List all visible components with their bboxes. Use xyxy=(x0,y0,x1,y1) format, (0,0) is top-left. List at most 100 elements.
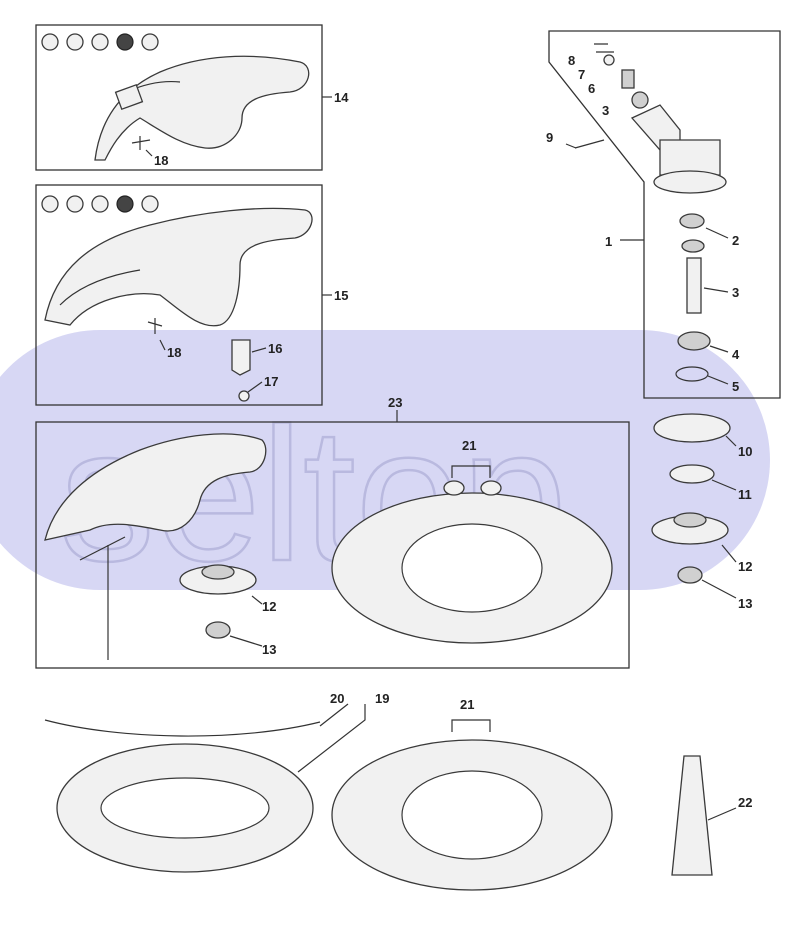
leader-line xyxy=(319,703,349,727)
symbol-icon xyxy=(141,195,159,213)
leader-line xyxy=(297,704,366,773)
symbol-icon xyxy=(91,33,109,51)
callout-20: 20 xyxy=(330,691,344,706)
callout-13: 13 xyxy=(738,596,752,611)
deflector-lug xyxy=(480,480,502,496)
guard-body xyxy=(44,433,267,541)
leader-line xyxy=(721,544,737,563)
bottom-parts xyxy=(44,719,713,891)
leader-line xyxy=(703,287,729,293)
guard-emblem xyxy=(114,83,144,111)
leader-line xyxy=(707,807,737,821)
callout-14: 14 xyxy=(334,90,349,105)
kit-23 xyxy=(44,433,613,660)
leader-line xyxy=(251,595,263,605)
bearing-2 xyxy=(679,213,705,229)
callout-21: 21 xyxy=(460,697,474,712)
part-12-center xyxy=(673,512,707,528)
leader-line xyxy=(709,345,729,353)
guard-insert-opening xyxy=(100,777,270,839)
part-13 xyxy=(677,566,703,584)
symbol-icon xyxy=(116,33,134,51)
symbol-icon xyxy=(141,33,159,51)
callout-9: 9 xyxy=(546,130,553,145)
right-column-parts xyxy=(651,413,731,584)
guard-body xyxy=(44,207,313,327)
wire-20 xyxy=(44,719,321,737)
leader-line xyxy=(159,339,166,351)
leader-line xyxy=(229,635,263,647)
callout-12: 12 xyxy=(738,559,752,574)
part-7 xyxy=(603,54,615,66)
symbol-icon xyxy=(91,195,109,213)
tube-22 xyxy=(671,755,713,876)
callout-8: 8 xyxy=(568,53,575,68)
guard-15 xyxy=(41,195,313,402)
symbol-icon xyxy=(66,33,84,51)
part-10 xyxy=(653,413,731,443)
callout-3: 3 xyxy=(602,103,609,118)
deflector-opening xyxy=(401,770,543,860)
leader-line xyxy=(247,381,263,393)
leader-line xyxy=(701,579,737,599)
deflector-lug xyxy=(443,480,465,496)
symbol-icon xyxy=(41,195,59,213)
callout-19: 19 xyxy=(375,691,389,706)
screw-18 xyxy=(131,136,151,150)
leader-bracket xyxy=(451,719,491,732)
bearing-4 xyxy=(677,331,711,351)
screw-9 xyxy=(574,139,605,149)
gear-3 xyxy=(681,239,705,253)
part-11 xyxy=(669,464,715,484)
screw-17 xyxy=(238,390,250,402)
callout-12: 12 xyxy=(262,599,276,614)
callout-16: 16 xyxy=(268,341,282,356)
leader-line xyxy=(145,149,153,157)
callout-3: 3 xyxy=(732,285,739,300)
guard-rib xyxy=(59,269,141,306)
part-12-center xyxy=(201,564,235,580)
gearbox-housing xyxy=(659,139,721,176)
shaft-3 xyxy=(686,257,702,314)
callouts: 14 18 15 18 16 17 8 7 6 3 9 1 2 3 4 5 23… xyxy=(145,53,752,821)
leader-line xyxy=(725,435,737,447)
gearbox-flange xyxy=(653,170,727,194)
callout-13: 13 xyxy=(262,642,276,657)
callout-1: 1 xyxy=(605,234,612,249)
leader-bracket xyxy=(451,465,491,478)
callout-11: 11 xyxy=(738,487,752,502)
circlip-5 xyxy=(675,366,709,382)
symbol-icon xyxy=(116,195,134,213)
callout-22: 22 xyxy=(738,795,752,810)
callout-23: 23 xyxy=(388,395,402,410)
leader-line xyxy=(707,375,729,385)
leader-line xyxy=(711,479,737,491)
guard-14 xyxy=(41,33,310,161)
callout-2: 2 xyxy=(732,233,739,248)
callout-17: 17 xyxy=(264,374,278,389)
deflector-opening xyxy=(401,523,543,613)
guard-body xyxy=(94,55,310,161)
callout-15: 15 xyxy=(334,288,348,303)
callout-10: 10 xyxy=(738,444,752,459)
part-3-bevel xyxy=(631,91,649,109)
symbol-row-15 xyxy=(41,195,159,213)
symbol-icon xyxy=(41,33,59,51)
leader-line xyxy=(251,347,267,353)
symbol-row-14 xyxy=(41,33,159,51)
part-8 xyxy=(594,43,614,53)
callout-4: 4 xyxy=(732,347,740,362)
gearhead-1 xyxy=(574,43,727,382)
callout-5: 5 xyxy=(732,379,739,394)
tool-wrench xyxy=(79,536,126,561)
bracket-16 xyxy=(231,339,251,376)
part-13 xyxy=(205,621,231,639)
gearbox-shaft xyxy=(630,104,681,151)
frame-kit-23 xyxy=(35,421,630,669)
callout-18: 18 xyxy=(167,345,181,360)
screw-18 xyxy=(147,318,163,334)
callout-7: 7 xyxy=(578,67,585,82)
symbol-icon xyxy=(66,195,84,213)
part-6 xyxy=(621,69,635,89)
